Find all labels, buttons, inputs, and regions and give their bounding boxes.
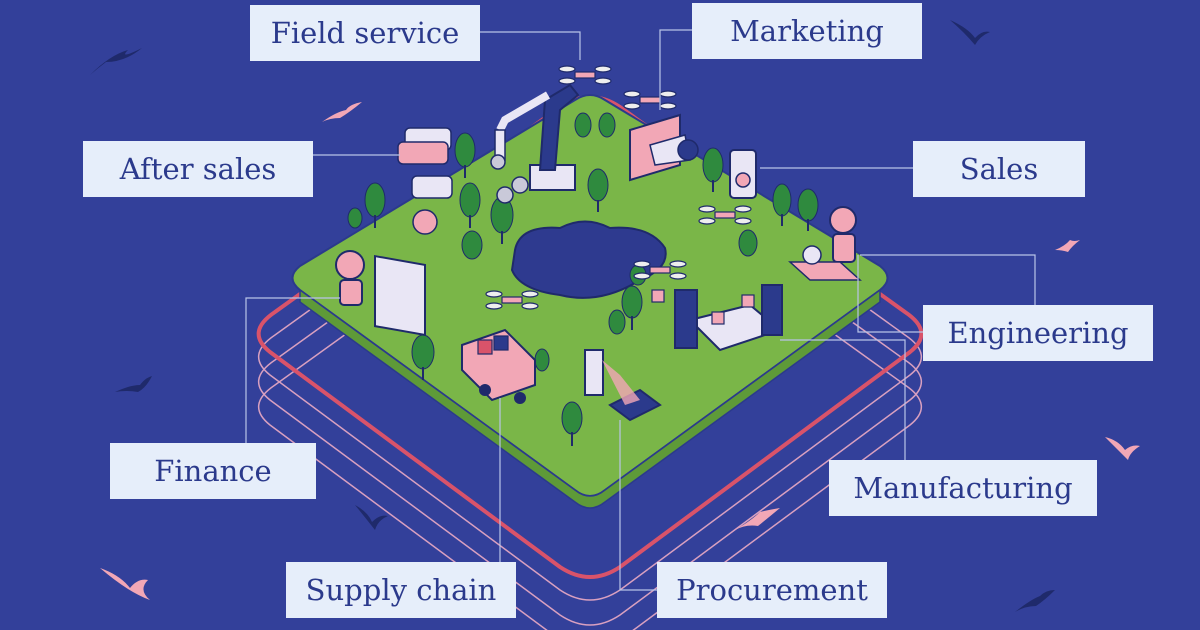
bird (355, 505, 388, 530)
bird (1105, 437, 1140, 460)
procurement-scanner (584, 349, 662, 422)
label-finance: Finance (110, 443, 316, 499)
bird (90, 48, 142, 75)
sales-phone (729, 149, 757, 199)
label-manufacturing: Manufacturing (829, 460, 1097, 516)
grass-platform-side (299, 288, 881, 509)
label-field-service: Field service (250, 5, 480, 61)
drones (485, 65, 752, 310)
label-sales: Sales (913, 141, 1085, 197)
trees (347, 112, 819, 446)
label-marketing: Marketing (692, 3, 922, 59)
bird (735, 508, 780, 530)
robot-arm-field-service (490, 83, 580, 204)
connector-lines (245, 29, 1036, 591)
bird (100, 568, 150, 600)
chat-bubbles (397, 127, 453, 235)
bird (322, 102, 362, 122)
bird (115, 376, 152, 392)
manufacturing-conveyor (651, 284, 783, 352)
birds (90, 20, 1140, 612)
lake (510, 220, 667, 299)
label-after-sales: After sales (83, 141, 313, 197)
bird (1055, 240, 1080, 252)
platform-red-outline (256, 95, 924, 579)
label-engineering: Engineering (923, 305, 1153, 361)
bird (950, 20, 990, 45)
label-supply-chain: Supply chain (286, 562, 516, 618)
bird (1015, 590, 1055, 612)
label-procurement: Procurement (657, 562, 887, 618)
engineering-robot (788, 206, 862, 281)
megaphone-board (629, 113, 699, 182)
delivery-truck (461, 328, 536, 404)
finance-robot (335, 250, 426, 337)
